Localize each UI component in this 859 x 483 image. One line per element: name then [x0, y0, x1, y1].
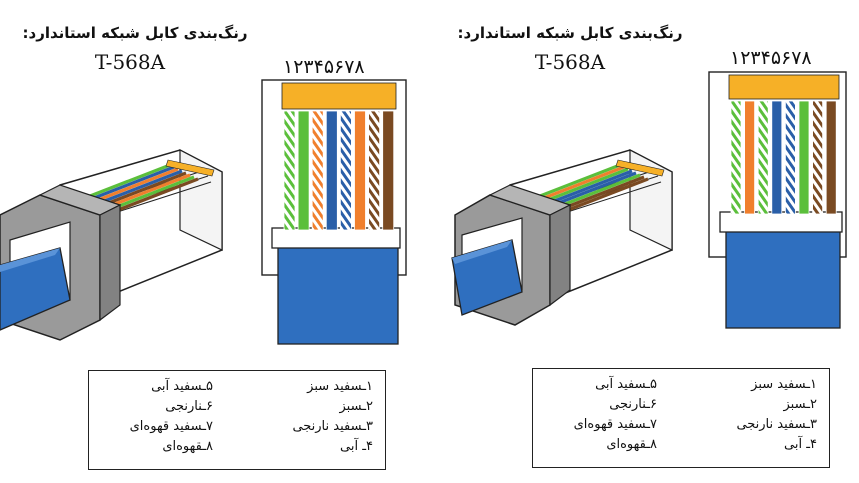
wire-pin-4	[325, 110, 338, 231]
right-legend-item-8: ۸ـقهوه‌ای	[606, 437, 657, 452]
left-legend-item-7: ۷ـسفید قهوه‌ای	[129, 419, 213, 434]
right-legend-item-2: ۲ـسبز	[783, 397, 818, 412]
right-legend-item-1: ۱ـسفید سبز	[751, 377, 817, 392]
wire-pin-4	[771, 100, 783, 215]
left-legend-box: ۱ـسفید سبز ۲ـسبز ۳ـسفید نارنجی ۴ـ آبی ۵ـ…	[88, 370, 386, 470]
left-legend-item-1: ۱ـسفید سبز	[307, 379, 373, 394]
wire-pin-5	[785, 100, 796, 215]
left-legend-right-column: ۱ـسفید سبز ۲ـسبز ۳ـسفید نارنجی ۴ـ آبی	[292, 377, 373, 457]
wire-pin-3	[757, 100, 769, 215]
right-pin-numbers: ۱۲۳۴۵۶۷۸	[730, 47, 812, 69]
left-legend-item-6: ۶ـنارنجی	[165, 399, 213, 414]
right-legend-item-7: ۷ـسفید قهوه‌ای	[573, 417, 657, 432]
left-plug-perspective	[0, 149, 223, 341]
right-legend-item-4: ۴ـ آبی	[784, 437, 817, 452]
wire-pin-1	[730, 100, 742, 215]
left-standard-label: T-568A	[94, 50, 166, 74]
right-wire-group	[730, 100, 837, 215]
right-legend-right-column: ۱ـسفید سبز ۲ـسبز ۳ـسفید نارنجی ۴ـ آبی	[736, 375, 817, 455]
left-legend-item-8: ۸ـقهوه‌ای	[162, 439, 213, 454]
left-legend-item-5: ۵ـسفید آبی	[151, 379, 213, 394]
wire-pin-5	[339, 110, 352, 231]
wire-pin-3	[311, 110, 324, 231]
wire-pin-1	[283, 110, 296, 231]
wire-pin-2	[297, 110, 310, 231]
right-legend-item-5: ۵ـسفید آبی	[595, 377, 657, 392]
left-legend-item-2: ۲ـسبز	[339, 399, 374, 414]
right-legend-left-column: ۵ـسفید آبی ۶ـنارنجی ۷ـسفید قهوه‌ای ۸ـقهو…	[574, 375, 657, 455]
wire-pin-2	[744, 100, 755, 215]
right-standard-label: T-568A	[534, 50, 606, 74]
wire-pin-7	[368, 110, 381, 231]
wire-pin-7	[812, 100, 823, 215]
left-legend-left-column: ۵ـسفید آبی ۶ـنارنجی ۷ـسفید قهوه‌ای ۸ـقهو…	[130, 377, 213, 457]
right-plug-front	[708, 71, 847, 329]
left-plug-front	[261, 79, 407, 345]
right-plug-perspective	[451, 149, 673, 326]
wire-pin-6	[798, 100, 810, 215]
left-legend-item-3: ۳ـسفید نارنجی	[292, 419, 373, 434]
left-legend-item-4: ۴ـ آبی	[340, 439, 373, 454]
right-legend-item-3: ۳ـسفید نارنجی	[736, 417, 817, 432]
wire-pin-8	[825, 100, 837, 215]
left-wire-group	[283, 110, 395, 231]
wire-pin-8	[382, 110, 395, 231]
right-legend-item-6: ۶ـنارنجی	[609, 397, 657, 412]
right-legend-box: ۱ـسفید سبز ۲ـسبز ۳ـسفید نارنجی ۴ـ آبی ۵ـ…	[532, 368, 830, 468]
left-pin-numbers: ۱۲۳۴۵۶۷۸	[283, 56, 365, 78]
wire-pin-6	[354, 110, 366, 231]
left-heading: رنگ‌بندی کابل شبکه استاندارد:	[22, 24, 248, 42]
right-heading: رنگ‌بندی کابل شبکه استاندارد:	[457, 24, 683, 42]
